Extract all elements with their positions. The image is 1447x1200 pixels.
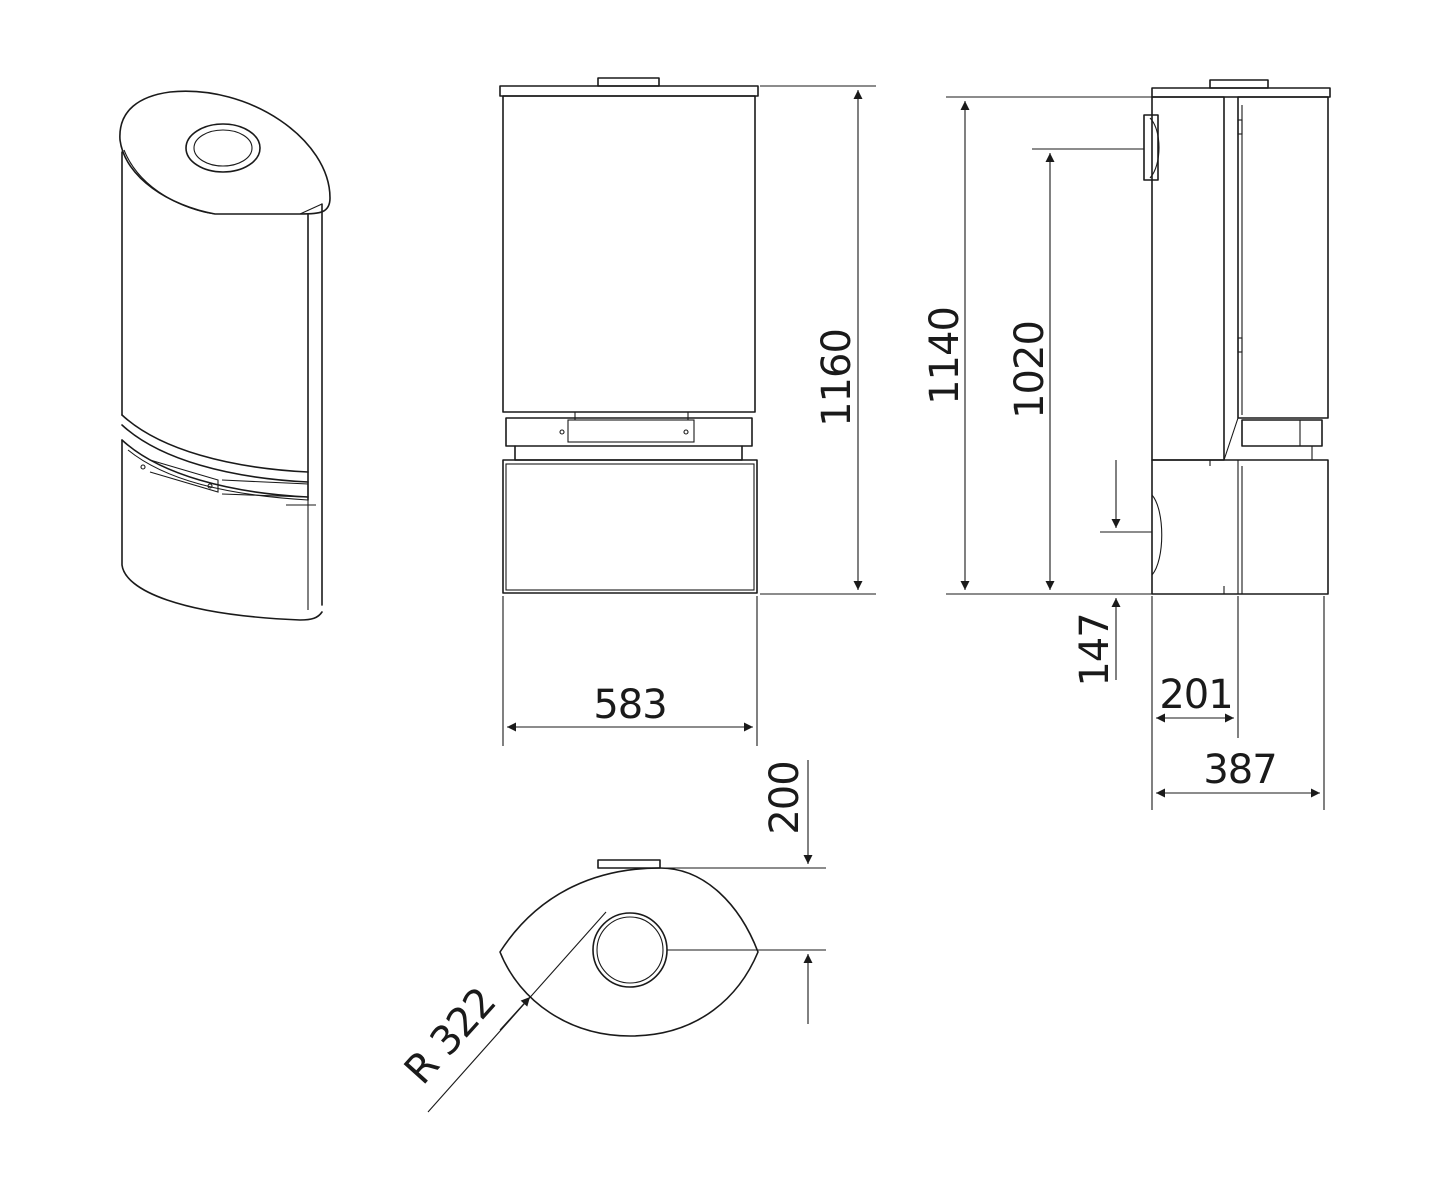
dim-1140-label: 1140 — [922, 307, 968, 405]
dim-200-label: 200 — [762, 761, 808, 834]
side-view — [1143, 79, 1331, 595]
top-view — [499, 859, 759, 1037]
front-view — [499, 77, 759, 594]
dimension-labels: 1160 583 1140 1020 147 201 387 200 R 322 — [396, 307, 1278, 1093]
dim-387-label: 387 — [1203, 747, 1276, 793]
dim-147-label: 147 — [1072, 613, 1118, 686]
dimension-lines — [427, 85, 1325, 1113]
dim-1160-label: 1160 — [814, 329, 860, 427]
isometric-view — [119, 90, 331, 621]
dim-1020-label: 1020 — [1007, 321, 1053, 419]
dim-201-label: 201 — [1159, 672, 1232, 718]
dim-583-label: 583 — [593, 682, 666, 728]
dim-radius-label: R 322 — [396, 979, 505, 1093]
